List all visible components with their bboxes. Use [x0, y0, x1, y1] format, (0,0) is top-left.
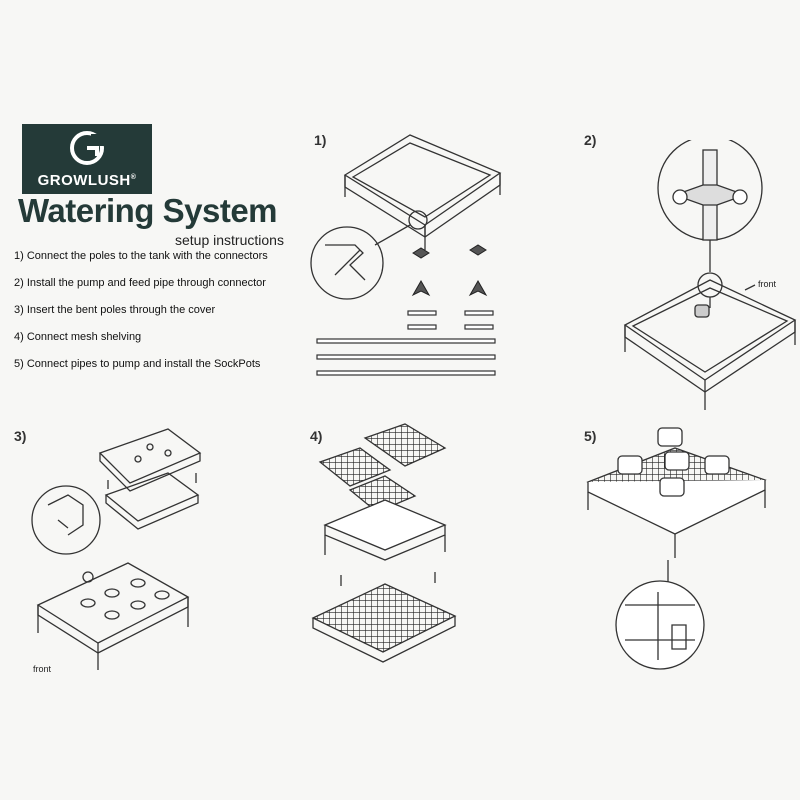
step-1: 1) Connect the poles to the tank with th…: [14, 250, 268, 262]
figure-1-number: 1): [314, 132, 327, 148]
figure-5-number: 5): [584, 428, 597, 444]
figure-2-number: 2): [584, 132, 597, 148]
step-2: 2) Install the pump and feed pipe throug…: [14, 277, 266, 289]
step-5: 5) Connect pipes to pump and install the…: [14, 358, 261, 370]
page-title: Watering System: [18, 192, 278, 229]
figure-2-illustration: [623, 140, 797, 410]
step-3: 3) Insert the bent poles through the cov…: [14, 304, 216, 316]
figure-1-illustration: [310, 134, 502, 376]
figure-3-number: 3): [14, 428, 27, 444]
brand-name: GROWLUSH®: [37, 172, 137, 189]
page-subtitle: setup instructions: [175, 232, 284, 248]
figure-3-illustration: [31, 428, 202, 670]
figure-4-illustration: [311, 423, 457, 663]
growlush-logo: GROWLUSH®: [22, 124, 152, 194]
figure-4-number: 4): [310, 428, 323, 444]
step-4: 4) Connect mesh shelving: [14, 331, 142, 343]
figure-2-front-label: front: [758, 279, 777, 289]
figure-3-front-label: front: [33, 664, 52, 674]
growlush-g-icon: [70, 131, 105, 165]
figure-5-illustration: [586, 427, 767, 670]
